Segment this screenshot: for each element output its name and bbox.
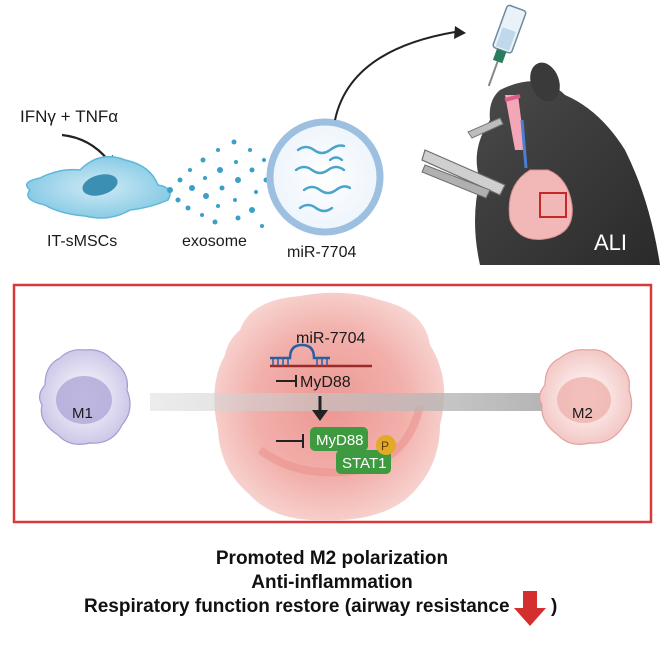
m1-macrophage <box>39 349 131 445</box>
down-arrow-head <box>312 410 328 421</box>
down-arrow-icon <box>514 591 546 626</box>
outcome-m2-polarization: Promoted M2 polarization <box>215 548 449 569</box>
m1-nucleus <box>56 376 112 424</box>
m2-macrophage <box>539 349 633 445</box>
stat1-protein-label: STAT1 <box>342 455 386 472</box>
stimulus-arrow <box>61 133 109 161</box>
outcome-respiratory-text: Respiratory function restore (airway res… <box>84 596 510 617</box>
mouse-trachea <box>505 95 525 150</box>
phospho-label: P <box>381 439 389 453</box>
exosome-label: exosome <box>182 233 247 250</box>
m2-label: M2 <box>572 405 593 422</box>
outcome-anti-inflammation: Anti-inflammation <box>251 572 413 593</box>
exosome-vesicle <box>266 118 384 236</box>
polarization-arrow <box>150 382 630 422</box>
catheter <box>504 94 521 102</box>
ali-label: ALI <box>594 230 627 255</box>
outcome-respiratory-close: ) <box>551 596 558 617</box>
airway-tube <box>520 119 528 169</box>
mirna-strands <box>294 144 352 213</box>
delivery-arrowhead <box>454 26 466 39</box>
m1-label: M1 <box>72 405 93 422</box>
stat1-protein <box>336 450 391 474</box>
m2-nucleus <box>557 377 611 423</box>
mirna-binding-icon <box>270 343 372 368</box>
msc-label: IT-sMSCs <box>47 233 117 250</box>
msc-nucleus <box>82 174 118 196</box>
msc-cell <box>25 155 171 219</box>
outcome-respiratory: Respiratory function restore (airway res… <box>84 596 510 618</box>
forceps-icon <box>421 117 506 199</box>
mechanism-mirna-label: miR-7704 <box>296 330 365 347</box>
exosome-mirna-label: miR-7704 <box>287 244 356 261</box>
target-label: MyD88 <box>300 374 351 391</box>
delivery-arrow <box>334 31 456 121</box>
stimulus-label: IFNγ + TNFα <box>20 107 118 126</box>
lung-zoom-box <box>539 192 567 218</box>
syringe-icon <box>487 4 527 87</box>
mouse-illustration <box>475 62 660 265</box>
myd88-protein-label: MyD88 <box>316 432 364 449</box>
mouse-ear <box>530 62 560 102</box>
exosome-particles <box>167 139 269 228</box>
phospho-circle <box>376 435 396 455</box>
myd88-protein <box>310 427 368 451</box>
